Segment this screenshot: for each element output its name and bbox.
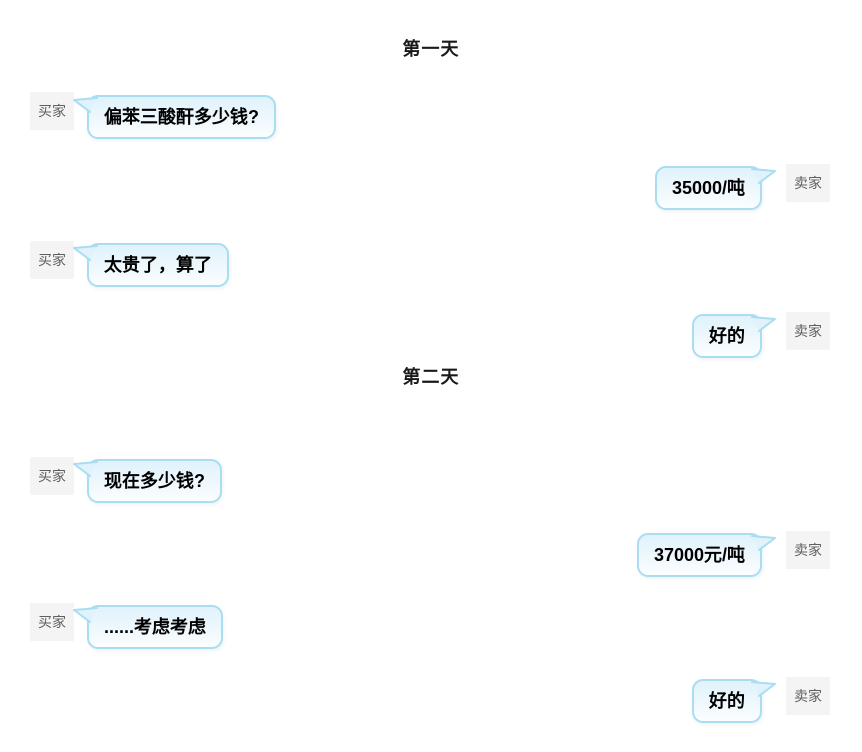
chat-bubble: 偏苯三酸酐多少钱? xyxy=(73,95,276,139)
bubble-text: 好的 xyxy=(709,691,745,711)
chat-bubble: ......考虑考虑 xyxy=(73,605,224,649)
bubble-tail-icon xyxy=(751,681,776,697)
chat-bubble: 好的 xyxy=(692,314,776,358)
speaker-label: 卖家 xyxy=(786,164,830,202)
bubble-text: 35000/吨 xyxy=(671,178,745,198)
bubble-text: 37000元/吨 xyxy=(653,545,745,565)
bubble-text: 太贵了，算了 xyxy=(104,255,212,275)
bubble-tail-icon xyxy=(73,461,98,477)
bubble-text: 偏苯三酸酐多少钱? xyxy=(104,107,259,127)
chat-bubble: 好的 xyxy=(692,679,776,723)
bubble-tail-icon xyxy=(73,607,98,623)
bubble-tail-icon xyxy=(73,245,98,261)
speaker-label: 卖家 xyxy=(786,312,830,350)
bubble-tail-icon xyxy=(73,97,98,113)
bubble-tail-icon xyxy=(751,316,776,332)
chat-bubble: 现在多少钱? xyxy=(73,459,222,503)
chat-bubble: 太贵了，算了 xyxy=(73,243,229,287)
speaker-label: 卖家 xyxy=(786,531,830,569)
bubble-tail-icon xyxy=(751,535,776,551)
bubble-text: 好的 xyxy=(709,326,745,346)
chat-bubble: 37000元/吨 xyxy=(636,533,776,577)
speaker-label: 卖家 xyxy=(786,677,830,715)
speaker-label: 买家 xyxy=(30,241,74,279)
speaker-label: 买家 xyxy=(30,92,74,130)
chat-bubble: 35000/吨 xyxy=(654,166,776,210)
bubble-text: 现在多少钱? xyxy=(104,471,205,491)
speaker-label: 买家 xyxy=(30,603,74,641)
day-title: 第一天 xyxy=(402,39,460,59)
bubble-text: ......考虑考虑 xyxy=(104,617,207,637)
speaker-label: 买家 xyxy=(30,457,74,495)
bubble-tail-icon xyxy=(751,168,776,184)
day-title: 第二天 xyxy=(402,367,460,387)
